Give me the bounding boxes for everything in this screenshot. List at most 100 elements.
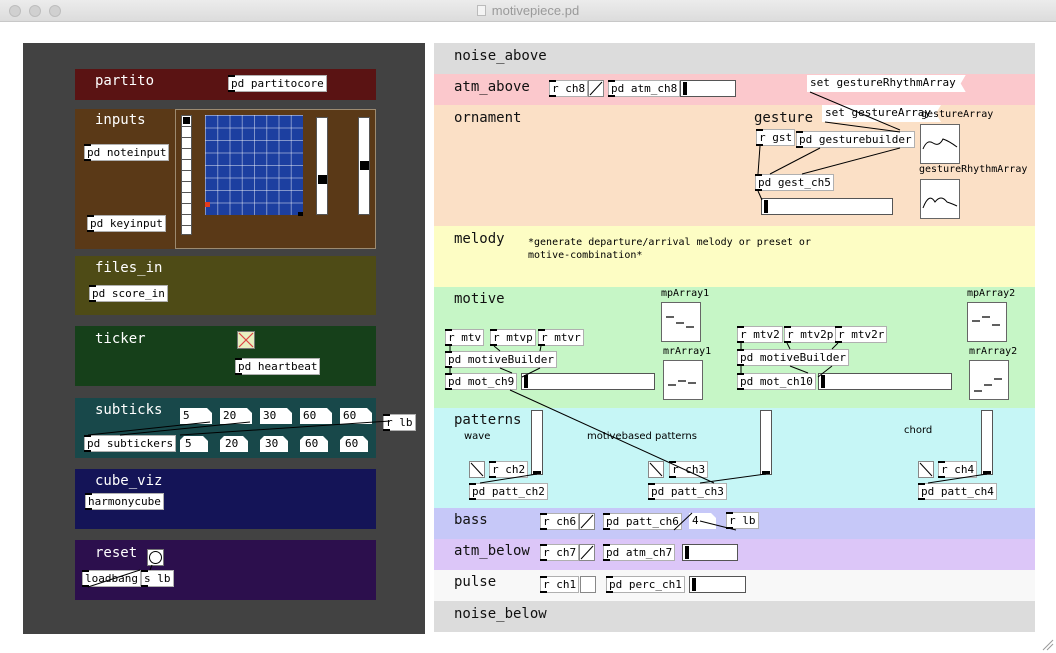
mrarray1-graph[interactable]: [663, 360, 703, 400]
ticker-bang[interactable]: [237, 331, 255, 349]
mrarray2-graph[interactable]: [969, 360, 1009, 400]
r-mtv2p-object[interactable]: r mtv2p: [784, 326, 837, 343]
mparray1-graph[interactable]: [661, 302, 701, 342]
reset-bang[interactable]: [147, 549, 164, 566]
gest-ch5-level-bar[interactable]: [761, 198, 893, 215]
gesture-array-curve: [922, 138, 958, 150]
ch4-toggle[interactable]: [918, 461, 934, 478]
r-mtv2-object[interactable]: r mtv2: [737, 326, 783, 343]
r-ch6-object[interactable]: r ch6: [540, 513, 580, 530]
pd-gesturebuilder-object[interactable]: pd gesturebuilder: [796, 131, 915, 148]
atm-ch7-level-bar[interactable]: [682, 544, 738, 561]
close-window-button[interactable]: [9, 5, 21, 17]
subtick-top-number-5[interactable]: 60: [340, 408, 372, 424]
files-in-title: files_in: [95, 260, 163, 276]
atm-ch8-level-bar[interactable]: [680, 80, 736, 97]
patch-canvas[interactable]: partito pd partitocore inputs pd noteinp…: [0, 22, 1056, 653]
minimize-window-button[interactable]: [29, 5, 41, 17]
patt-ch2-slider[interactable]: [531, 410, 543, 475]
bang-circle-icon: [149, 551, 162, 564]
mot-ch9-level-bar[interactable]: [521, 373, 655, 390]
r-ch8-object[interactable]: r ch8: [549, 80, 589, 97]
cross-icon: [238, 332, 254, 348]
perc-ch1-level-bar[interactable]: [689, 576, 746, 593]
subtick-top-number-1[interactable]: 5: [180, 408, 212, 424]
pd-mot-ch10-object[interactable]: pd mot_ch10: [737, 373, 816, 390]
subtick-bottom-number-4[interactable]: 60: [300, 436, 328, 452]
mparray2-graph[interactable]: [967, 302, 1007, 342]
ch2-toggle[interactable]: [469, 461, 485, 478]
subtick-bottom-number-3[interactable]: 30: [260, 436, 288, 452]
zoom-window-button[interactable]: [49, 5, 61, 17]
note-grid[interactable]: [205, 115, 303, 215]
patt-ch4-slider[interactable]: [981, 410, 993, 475]
pd-heartbeat-object[interactable]: pd heartbeat: [235, 358, 321, 375]
pd-atm-ch8-object[interactable]: pd atm_ch8: [608, 80, 681, 97]
r-gst-object[interactable]: r gst: [756, 129, 796, 146]
subtick-top-number-3[interactable]: 30: [260, 408, 292, 424]
mparray1-label: mpArray1: [661, 288, 710, 299]
pd-gest-ch5-object[interactable]: pd gest_ch5: [755, 174, 834, 191]
gesture-array-graph[interactable]: [920, 124, 960, 164]
ch7-toggle[interactable]: [579, 544, 595, 561]
pd-keyinput-object[interactable]: pd keyinput: [87, 215, 166, 232]
pd-atm-ch7-object[interactable]: pd atm_ch7: [603, 544, 676, 561]
subtick-top-number-4[interactable]: 60: [300, 408, 332, 424]
pd-patt-ch6-object[interactable]: pd patt_ch6: [603, 513, 682, 530]
cube-viz-title: cube_viz: [95, 473, 163, 489]
r-ch1-object[interactable]: r ch1: [540, 576, 580, 593]
pd-motivebuilder-left-object[interactable]: pd motiveBuilder: [445, 351, 557, 368]
noise-above-band: [434, 43, 1035, 74]
patt-ch3-slider[interactable]: [760, 410, 772, 475]
window-title-container: motivepiece.pd: [0, 3, 1056, 18]
pd-perc-ch1-object[interactable]: pd perc_ch1: [606, 576, 685, 593]
loadbang-object[interactable]: loadbang: [82, 570, 141, 587]
subticks-r-lb-object[interactable]: r lb: [383, 414, 416, 431]
pd-patt-ch2-object[interactable]: pd patt_ch2: [469, 483, 548, 500]
grid-corner-marker: [298, 212, 303, 216]
r-ch3-object[interactable]: r ch3: [669, 461, 709, 478]
r-mtv2r-object[interactable]: r mtv2r: [835, 326, 888, 343]
wave-label: wave: [464, 431, 491, 442]
r-mtv-object[interactable]: r mtv: [445, 329, 485, 346]
partito-title: partito: [95, 73, 155, 89]
melody-band: [434, 226, 1035, 287]
pd-patt-ch4-object[interactable]: pd patt_ch4: [918, 483, 997, 500]
subtick-bottom-number-1[interactable]: 5: [180, 436, 208, 452]
input-slider-right-marker: [360, 161, 369, 170]
noise-below-band: [434, 601, 1035, 632]
keyboard-input-frame: [175, 109, 376, 249]
ch6-toggle[interactable]: [579, 513, 595, 530]
input-slider-left[interactable]: [316, 117, 328, 215]
pd-noteinput-object[interactable]: pd noteinput: [84, 144, 170, 161]
r-ch7-object[interactable]: r ch7: [540, 544, 580, 561]
pd-subtickers-object[interactable]: pd subtickers: [84, 435, 177, 452]
r-mtvr-object[interactable]: r mtvr: [538, 329, 584, 346]
ch1-toggle[interactable]: [580, 576, 596, 593]
vertical-radio-strip[interactable]: [181, 115, 192, 235]
r-mtvp-object[interactable]: r mtvp: [490, 329, 536, 346]
bass-number-box[interactable]: 4: [689, 513, 716, 529]
melody-title: melody: [454, 231, 505, 247]
pd-score-in-object[interactable]: pd score_in: [89, 285, 168, 302]
ch3-toggle[interactable]: [648, 461, 664, 478]
noise-above-title: noise_above: [454, 48, 547, 64]
bass-r-lb-object[interactable]: r lb: [726, 512, 759, 529]
pd-patt-ch3-object[interactable]: pd patt_ch3: [648, 483, 727, 500]
r-ch4-object[interactable]: r ch4: [938, 461, 978, 478]
harmonycube-object[interactable]: harmonycube: [85, 493, 164, 510]
r-ch2-object[interactable]: r ch2: [489, 461, 529, 478]
resize-grip-icon[interactable]: [1042, 639, 1054, 651]
mot-ch10-level-bar[interactable]: [818, 373, 952, 390]
subtick-bottom-number-5[interactable]: 60: [340, 436, 368, 452]
subtick-bottom-number-2[interactable]: 20: [220, 436, 248, 452]
pd-partitocore-object[interactable]: pd partitocore: [228, 75, 327, 92]
pd-mot-ch9-object[interactable]: pd mot_ch9: [445, 373, 518, 390]
pd-motivebuilder-right-object[interactable]: pd motiveBuilder: [737, 349, 849, 366]
s-lb-object[interactable]: s lb: [141, 570, 174, 587]
set-gesture-rhythm-array-message[interactable]: set gestureRhythmArray: [807, 75, 966, 92]
grid-marker: [205, 202, 210, 207]
gesture-rhythm-array-graph[interactable]: [920, 179, 960, 219]
ch8-toggle[interactable]: [588, 80, 604, 97]
subtick-top-number-2[interactable]: 20: [220, 408, 252, 424]
